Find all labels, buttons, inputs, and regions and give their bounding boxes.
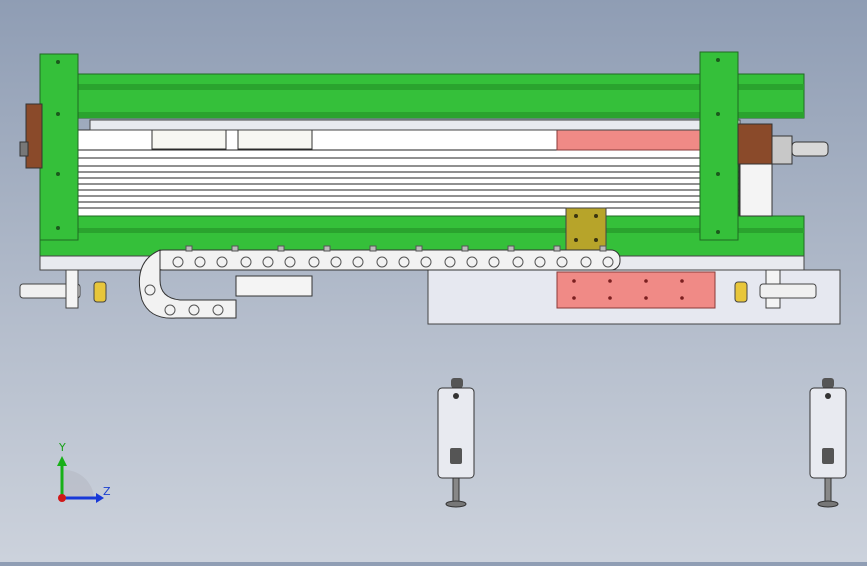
- right-bearing-housing: [737, 123, 773, 165]
- lower-slider-block: [556, 271, 716, 309]
- right-end-plate: [699, 51, 739, 241]
- triad-z-label: Z: [103, 485, 111, 498]
- chain-carrier-block: [565, 207, 607, 257]
- chain-slots: [185, 245, 607, 252]
- foot-mount-right: [809, 378, 847, 508]
- motor-shaft: [791, 141, 829, 157]
- top-green-rail: [73, 73, 805, 119]
- chain-links: [144, 256, 614, 316]
- right-shaft-assembly: [734, 265, 817, 309]
- triad-y-label: Y: [59, 441, 66, 454]
- left-end-plate: [39, 53, 79, 241]
- coordinate-triad-icon: [57, 456, 104, 503]
- left-bearing-housing: [25, 103, 43, 169]
- foot-mount-left: [437, 378, 475, 508]
- upper-slider-block: [556, 129, 706, 151]
- left-shaft-assembly: [19, 263, 107, 309]
